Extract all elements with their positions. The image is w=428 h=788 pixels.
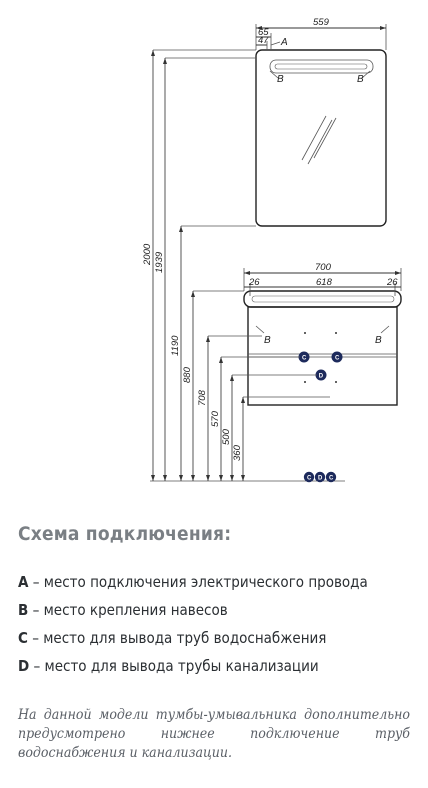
mirror-lamp xyxy=(269,59,374,74)
height-label-570: 570 xyxy=(210,410,221,427)
svg-text:D: D xyxy=(318,475,323,481)
mirror-hanger-right xyxy=(361,70,371,79)
mirror-width-dimension: 559 xyxy=(255,17,387,50)
height-label-1190: 1190 xyxy=(170,335,181,356)
mirror-lamp-inner xyxy=(274,63,368,70)
cabinet-body xyxy=(247,306,398,406)
mirror-glare-2 xyxy=(307,119,333,165)
svg-text:C: C xyxy=(335,356,340,362)
mirror-point-a: A xyxy=(280,37,288,48)
mirror-small-dimensions: 65 47 A xyxy=(256,27,288,50)
cabinet-side-left-label: 26 xyxy=(248,277,260,288)
svg-text:D: D xyxy=(319,374,324,380)
cabinet-countertop xyxy=(243,290,402,308)
height-label-880: 880 xyxy=(182,366,193,383)
height-label-2000: 2000 xyxy=(142,243,153,266)
mirror-dim-65: 65 xyxy=(258,27,269,38)
legend-item-b: B – место крепления навесов xyxy=(18,601,228,619)
svg-text:C: C xyxy=(329,475,334,481)
badge-d xyxy=(314,471,326,483)
legend-item-c: C – место для вывода труб водоснабжения xyxy=(18,629,327,647)
cabinet-side-right-label: 26 xyxy=(386,277,398,288)
mirror-outline xyxy=(255,49,387,227)
cabinet-point-b-right: B xyxy=(375,335,382,346)
badge-c-left xyxy=(303,471,315,483)
cabinet-width-label: 700 xyxy=(315,262,332,273)
mirror-dim-47: 47 xyxy=(258,35,269,46)
mirror-point-b-right: B xyxy=(357,74,364,85)
svg-text:C: C xyxy=(307,475,312,481)
legend-item-d: D – место для вывода трубы канализации xyxy=(18,657,319,675)
cabinet-point-d xyxy=(315,369,327,381)
installation-diagram: B B 559 65 47 A B B xyxy=(142,17,402,483)
cabinet-point-b-left: B xyxy=(264,335,271,346)
cabinet-point-c-left xyxy=(298,351,310,363)
cabinet-width-dimensions: 700 618 26 26 xyxy=(243,262,402,296)
scheme-title: Схема подключения: xyxy=(18,523,232,545)
cabinet: B B C C D xyxy=(243,290,402,406)
connection-badges: C D C xyxy=(303,471,337,483)
height-label-500: 500 xyxy=(221,428,232,445)
mirror-width-label: 559 xyxy=(313,17,330,28)
cabinet-inner-label: 618 xyxy=(316,277,333,288)
height-label-708: 708 xyxy=(197,389,208,406)
mirror-glare-3 xyxy=(313,117,337,159)
mirror-point-b-left: B xyxy=(277,74,284,85)
cabinet-point-c-right xyxy=(331,351,343,363)
badge-c-right xyxy=(325,471,337,483)
mirror-glare-1 xyxy=(301,115,327,161)
svg-text:C: C xyxy=(302,356,307,362)
legend-item-a: A – место подключения электрического про… xyxy=(18,573,368,591)
height-label-360: 360 xyxy=(232,444,243,461)
mirror: B B xyxy=(255,49,387,227)
installation-note: На данной модели тумбы-умывальника допол… xyxy=(18,707,410,761)
mirror-hanger-left xyxy=(269,70,279,79)
height-label-1939: 1939 xyxy=(154,251,165,273)
